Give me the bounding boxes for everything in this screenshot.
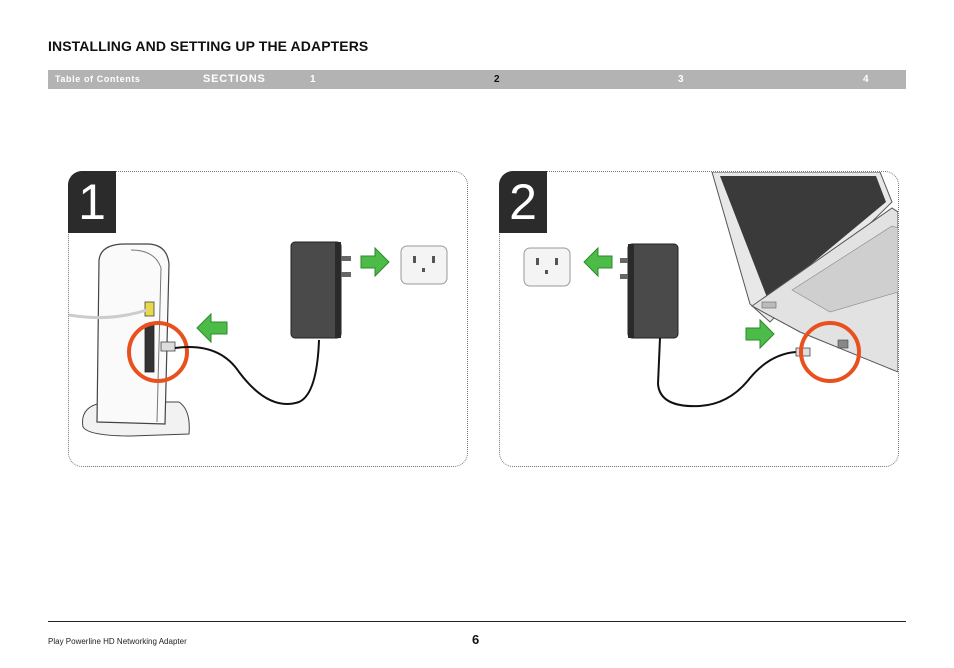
- section-link-2[interactable]: 2: [494, 74, 500, 85]
- wall-socket-icon: [523, 247, 571, 287]
- arrow-right-icon: [745, 318, 775, 350]
- step-2-illustration: [523, 172, 898, 408]
- table-of-contents-link[interactable]: Table of Contents: [55, 74, 141, 84]
- section-link-3[interactable]: 3: [678, 74, 684, 85]
- step-number-badge: 1: [68, 171, 116, 233]
- port-highlight-circle: [799, 321, 861, 383]
- step-number-badge: 2: [499, 171, 547, 233]
- footer-divider: [48, 621, 906, 622]
- port-highlight-circle: [127, 321, 189, 383]
- page-title: INSTALLING AND SETTING UP THE ADAPTERS: [48, 38, 369, 54]
- step-1-panel: 1: [68, 171, 468, 467]
- arrow-left-icon: [196, 312, 228, 344]
- sections-label: SECTIONS: [203, 73, 266, 85]
- page-number: 6: [472, 632, 480, 647]
- section-link-4[interactable]: 4: [863, 74, 869, 85]
- arrow-left-icon: [583, 246, 613, 278]
- arrow-right-icon: [360, 246, 390, 278]
- footer-product-name: Play Powerline HD Networking Adapter: [48, 637, 187, 646]
- wall-socket-icon: [400, 245, 448, 285]
- step-1-illustration: [69, 241, 448, 437]
- section-link-1[interactable]: 1: [310, 74, 316, 85]
- section-nav-bar: Table of Contents SECTIONS 1 2 3 4: [48, 70, 906, 89]
- step-2-panel: 2: [499, 171, 899, 467]
